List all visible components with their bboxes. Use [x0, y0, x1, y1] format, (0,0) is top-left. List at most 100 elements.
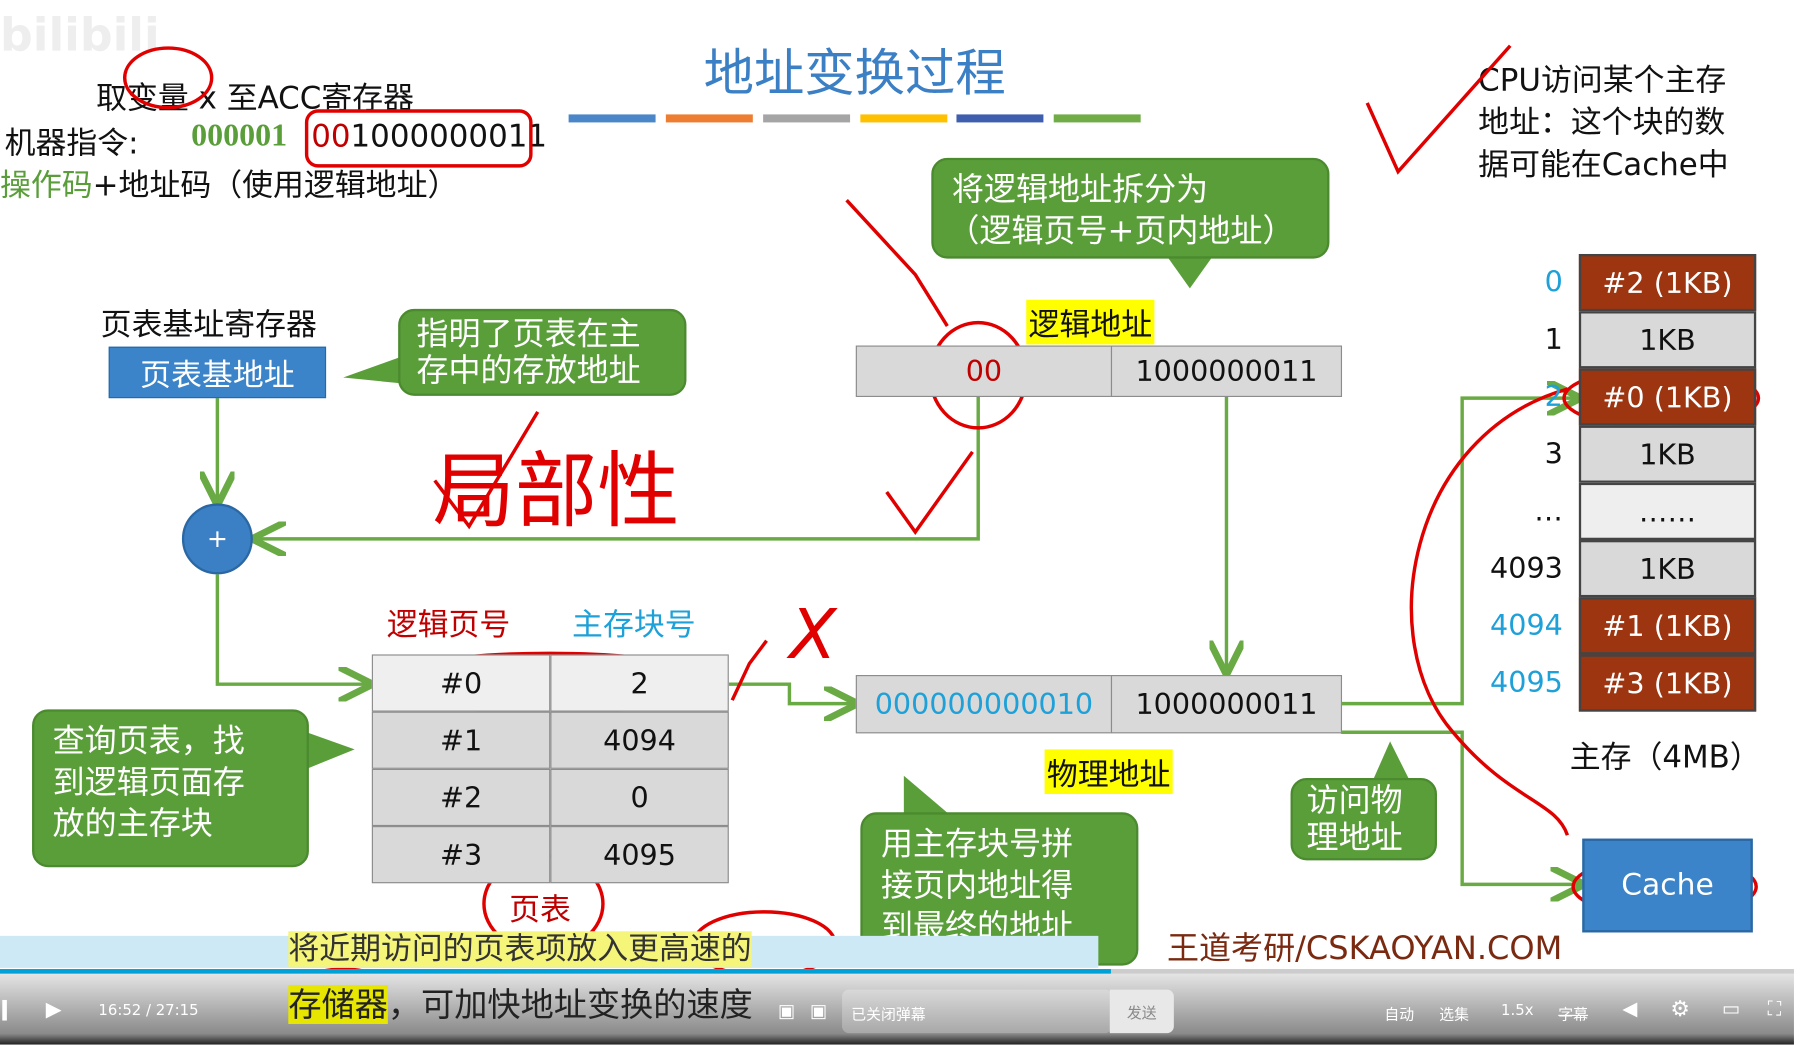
subtitle-text: 将近期访问的页表项放入更高速的	[288, 931, 752, 967]
logical-address-label: 逻辑地址	[1026, 299, 1155, 345]
memory-address-label: 3	[1544, 437, 1563, 471]
settings-gear-icon[interactable]: ⚙	[1670, 996, 1690, 1022]
brand-watermark: 王道考研/CSKAOYAN.COM	[1166, 929, 1563, 967]
page-table-block-cell: 4095	[550, 826, 729, 884]
memory-block: ……	[1578, 482, 1757, 541]
episodes-button[interactable]: 选集	[1439, 1006, 1470, 1024]
ptbr-callout: 指明了页表在主 存中的存放地址	[398, 308, 687, 396]
page-table-page-cell: #0	[371, 654, 551, 712]
memory-block: 1KB	[1578, 311, 1757, 369]
page-table-caption: 页表	[509, 892, 571, 928]
page-table-page-cell: #1	[371, 711, 551, 769]
memory-block: #3 (1KB)	[1578, 654, 1757, 712]
subtitle-text: ，可加快地址变换的速度	[387, 985, 753, 1024]
cpu-note-line: CPU访问某个主存	[1478, 62, 1727, 99]
danmaku-toggle-icon[interactable]: ▣	[777, 999, 796, 1022]
logical-offset-field: 1000000011	[1110, 345, 1343, 398]
callout-line: 理地址	[1306, 818, 1403, 856]
volume-icon[interactable]: ◀	[1622, 997, 1638, 1021]
address-page-bits: 00	[311, 118, 351, 155]
fullscreen-icon[interactable]: ⛶	[1767, 997, 1782, 1021]
speed-button[interactable]: 1.5x	[1501, 1002, 1534, 1020]
danmaku-settings-icon[interactable]: ▣	[810, 999, 828, 1022]
callout-line: 到逻辑页面存	[52, 763, 245, 801]
play-icon[interactable]: ▶	[45, 997, 62, 1022]
callout-line: 用主存块号拼	[880, 824, 1074, 863]
callout-line: 查询页表，找	[52, 721, 245, 760]
callout-line: 指明了页表在主	[416, 314, 641, 353]
opcode: 000001	[191, 117, 288, 154]
subtitle-highlight: 存储器	[288, 985, 388, 1024]
memory-address-label: 0	[1544, 265, 1563, 299]
opcode-label: 操作码	[0, 168, 93, 204]
handwritten-x: X	[789, 594, 837, 676]
instruction-label: 机器指令:	[4, 125, 139, 162]
title-bar-segment	[1053, 114, 1141, 123]
page-table-block-cell: 2	[550, 654, 729, 712]
cpu-note: CPU访问某个主存 地址：这个块的数 据可能在Cache中	[1478, 59, 1729, 186]
lookup-callout: 查询页表，找 到逻辑页面存 放的主存块	[32, 709, 309, 868]
title-bar-segment	[568, 114, 656, 123]
subtitle-line1: 将近期访问的页表项放入更高速的	[288, 931, 752, 968]
handwritten-locality: 局部性	[432, 442, 680, 539]
split-address-callout: 将逻辑地址拆分为 （逻辑页号+页内地址）	[931, 157, 1330, 259]
page-table-header-block: 主存块号	[572, 607, 696, 643]
callout-line: 放的主存块	[52, 804, 213, 843]
progress-fill	[0, 969, 1111, 974]
memory-block: #0 (1KB)	[1578, 368, 1757, 426]
format-rest: +地址码（使用逻辑地址）	[92, 168, 459, 204]
memory-address-label: 1	[1544, 322, 1563, 356]
title-bar-segment	[665, 114, 753, 123]
title-bar-segment	[860, 114, 948, 123]
page-table-header-page: 逻辑页号	[386, 607, 511, 643]
memory-block: 1KB	[1578, 425, 1757, 483]
memory-address-label: …	[1534, 494, 1563, 528]
prev-icon[interactable]	[2, 999, 7, 1021]
callout-line: 访问物	[1306, 781, 1403, 820]
access-callout: 访问物 理地址	[1290, 777, 1437, 861]
video-control-bar: ▶ 16:52 / 27:15 存储器，可加快地址变换的速度 ▣ ▣ 已关闭弹幕…	[0, 969, 1794, 1045]
callout-line: 接页内地址得	[880, 866, 1074, 904]
callout-line: 存中的存放地址	[416, 351, 641, 389]
memory-block: #1 (1KB)	[1578, 597, 1757, 655]
memory-block: 1KB	[1578, 540, 1757, 598]
progress-track[interactable]	[0, 969, 1794, 974]
pip-icon[interactable]: ▭	[1721, 997, 1741, 1021]
danmaku-input[interactable]: 已关闭弹幕	[842, 989, 1113, 1034]
ptbr-label: 页表基址寄存器	[100, 307, 317, 344]
ptbr-box: 页表基地址	[108, 346, 327, 399]
memory-address-label: 4095	[1490, 665, 1563, 700]
memory-address-label: 4093	[1490, 551, 1563, 585]
subtitle-line2: 存储器，可加快地址变换的速度	[288, 984, 753, 1025]
memory-address-label: 2	[1544, 379, 1563, 414]
physical-address-label: 物理地址	[1044, 749, 1173, 795]
send-button[interactable]: 发送	[1109, 989, 1174, 1034]
callout-line: （逻辑页号+页内地址）	[947, 211, 1295, 250]
cpu-note-line: 据可能在Cache中	[1478, 147, 1729, 184]
page-table-page-cell: #3	[371, 826, 551, 884]
page-table-block-cell: 4094	[550, 711, 729, 769]
physical-block-field: 000000000010	[855, 675, 1113, 734]
watermark: bilibili	[0, 9, 160, 62]
address-code: 001000000011	[311, 119, 547, 154]
subtitle-button[interactable]: 字幕	[1558, 1006, 1589, 1024]
cpu-note-line: 地址：这个块的数	[1478, 105, 1726, 141]
page-table-block-cell: 0	[550, 768, 729, 827]
logical-page-field: 00	[855, 345, 1113, 398]
title-bar-segment	[763, 114, 851, 123]
adder-icon: +	[181, 503, 253, 575]
cache-box: Cache	[1582, 838, 1753, 933]
callout-line: 将逻辑地址拆分为	[951, 170, 1209, 209]
time-display: 16:52 / 27:15	[98, 1002, 199, 1020]
instruction-format: 操作码+地址码（使用逻辑地址）	[0, 160, 458, 205]
title-bar-segment	[956, 114, 1044, 123]
danmaku-placeholder: 已关闭弹幕	[851, 1006, 926, 1024]
memory-caption: 主存（4MB）	[1569, 740, 1761, 776]
slide-title: 地址变换过程	[703, 44, 1006, 103]
memory-block: #2 (1KB)	[1578, 253, 1757, 312]
memory-address-label: 4094	[1490, 608, 1563, 642]
auto-quality-button[interactable]: 自动	[1384, 1006, 1415, 1024]
page-table-page-cell: #2	[371, 768, 551, 827]
address-offset-bits: 1000000011	[350, 118, 548, 155]
